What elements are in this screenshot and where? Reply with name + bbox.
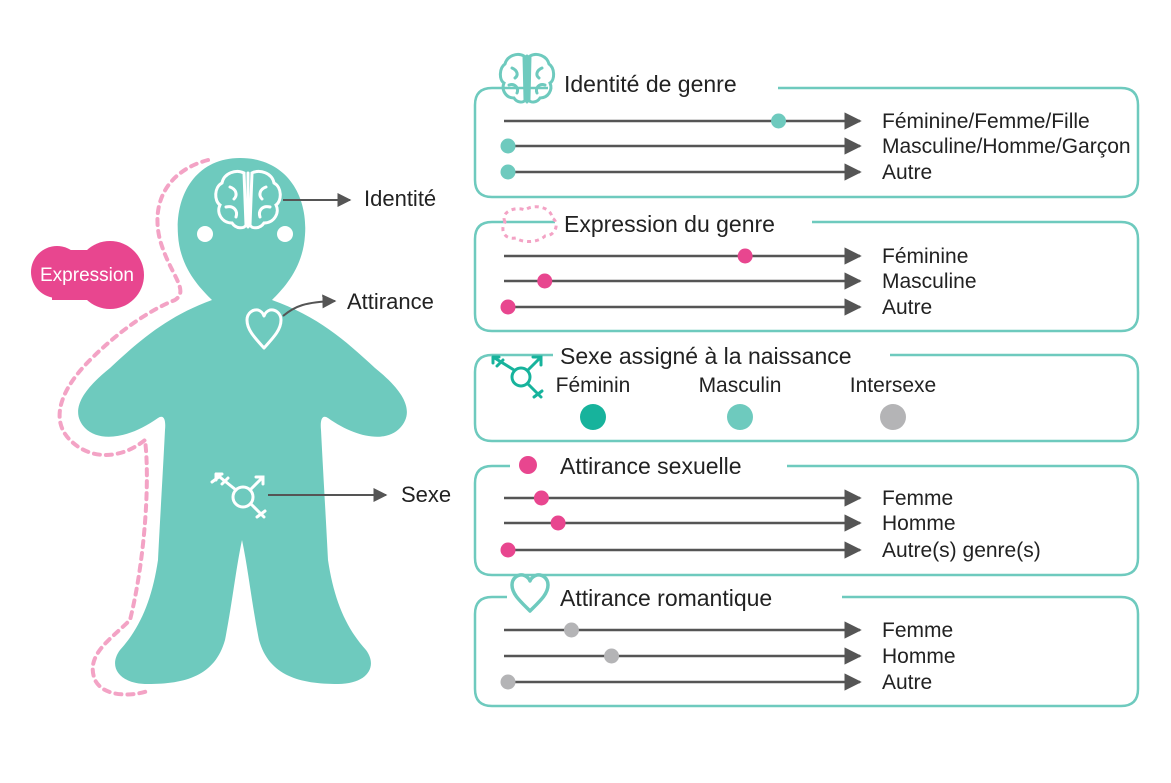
sex-callout-label: Sexe bbox=[401, 482, 451, 507]
scale-marker bbox=[500, 138, 516, 154]
scale-marker bbox=[533, 490, 549, 506]
scale-marker bbox=[771, 113, 787, 129]
gender-symbol-icon bbox=[491, 355, 544, 399]
option-label: Intersexe bbox=[850, 374, 936, 397]
left-eye bbox=[197, 226, 213, 242]
scale-label: Autre bbox=[882, 671, 932, 694]
heart-icon bbox=[245, 308, 283, 350]
option-group: Féminin Masculin Intersexe bbox=[556, 374, 936, 430]
panel-assigned-sex: Sexe assigné à la naissance Féminin Mascu… bbox=[473, 343, 1140, 443]
brain-icon bbox=[498, 52, 556, 104]
option-dot bbox=[727, 404, 753, 430]
option-dot bbox=[580, 404, 606, 430]
expression-dotted-outline bbox=[57, 158, 210, 697]
scale-label: Autre(s) genre(s) bbox=[882, 539, 1041, 562]
identity-callout-label: Identité bbox=[364, 186, 436, 211]
scale-marker bbox=[737, 248, 753, 264]
scale-label: Homme bbox=[882, 645, 956, 668]
right-eye bbox=[277, 226, 293, 242]
scale-label: Homme bbox=[882, 512, 956, 535]
attraction-callout-label: Attirance bbox=[347, 289, 434, 314]
scale-label: Femme bbox=[882, 487, 953, 510]
panel-border bbox=[473, 464, 1140, 577]
panel-title: Identité de genre bbox=[564, 71, 737, 97]
scale-marker bbox=[500, 299, 516, 315]
scale-label: Masculine bbox=[882, 270, 977, 293]
gender-symbol-icon bbox=[210, 472, 267, 519]
scale-marker bbox=[604, 648, 620, 664]
scale-marker bbox=[563, 622, 579, 638]
scale-marker bbox=[500, 674, 516, 690]
panel-gender-expression: Expression du genre FéminineMasculineAut… bbox=[473, 205, 1140, 333]
panel-title: Sexe assigné à la naissance bbox=[560, 343, 852, 369]
brain-icon bbox=[214, 169, 282, 230]
expression-badge: Expression bbox=[31, 241, 144, 309]
person-body bbox=[78, 158, 407, 684]
scale-label: Autre bbox=[882, 296, 932, 319]
scale-label: Masculine/Homme/Garçon bbox=[882, 135, 1131, 158]
scale-marker bbox=[500, 542, 516, 558]
attraction-callout-arrow bbox=[282, 294, 337, 317]
figure-group: Expression Identité Attirance Sexe bbox=[31, 158, 451, 697]
panel-border bbox=[473, 353, 1140, 443]
option-label: Féminin bbox=[556, 374, 631, 397]
option-label: Masculin bbox=[699, 374, 782, 397]
panel-title: Attirance sexuelle bbox=[560, 453, 742, 479]
pink-dot-icon bbox=[519, 456, 537, 474]
scale-group: Féminine/Femme/FilleMasculine/Homme/Garç… bbox=[500, 110, 1131, 184]
panel-gender-identity: Identité de genre Féminine/Femme/FilleMa… bbox=[473, 52, 1140, 199]
scale-marker bbox=[537, 273, 553, 289]
panel-border bbox=[473, 86, 1140, 199]
scale-label: Féminine bbox=[882, 245, 968, 268]
dotted-cloud-icon bbox=[501, 205, 558, 243]
scale-label: Féminine/Femme/Fille bbox=[882, 110, 1090, 133]
expression-badge-label: Expression bbox=[40, 265, 134, 286]
panel-title: Attirance romantique bbox=[560, 585, 772, 611]
scale-marker bbox=[500, 164, 516, 180]
panel-border bbox=[473, 595, 1140, 708]
panel-border bbox=[473, 220, 1140, 333]
scale-label: Autre bbox=[882, 161, 932, 184]
panel-title: Expression du genre bbox=[564, 211, 775, 237]
scale-marker bbox=[550, 515, 566, 531]
option-dot bbox=[880, 404, 906, 430]
scale-label: Femme bbox=[882, 619, 953, 642]
heart-icon bbox=[510, 573, 550, 613]
